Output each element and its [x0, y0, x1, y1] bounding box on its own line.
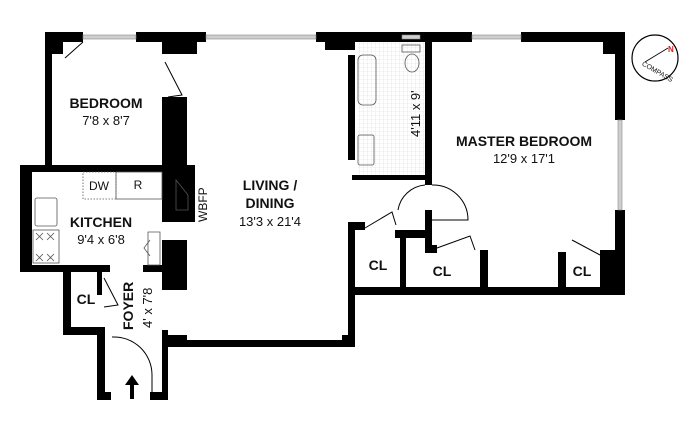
living-name-line2: DINING — [246, 195, 295, 211]
master-bedroom-name: MASTER BEDROOM — [456, 133, 592, 149]
foyer-size: 4' x 7'8 — [140, 288, 155, 328]
compass-icon: N COMPASS — [631, 34, 679, 84]
refrigerator-label: R — [134, 178, 143, 192]
bathtub — [357, 54, 377, 106]
bath-size: 4'11 x 9' — [408, 90, 423, 137]
closet-label-hall: CL — [369, 257, 388, 273]
closet-label-master-2: CL — [573, 263, 592, 279]
refrigerator — [115, 171, 163, 200]
dishwasher-label: DW — [89, 179, 110, 193]
fireplace — [175, 178, 189, 211]
bath-floor — [358, 40, 428, 180]
kitchen-fixtures — [32, 44, 421, 266]
windows — [82, 34, 623, 211]
stove — [32, 229, 60, 264]
bath-sink — [357, 134, 375, 166]
closet-label-master-1: CL — [433, 263, 452, 279]
living-name-line1: LIVING / — [243, 177, 298, 193]
bedroom-size: 7'8 x 8'7 — [82, 113, 130, 128]
living-size: 13'3 x 21'4 — [239, 214, 301, 229]
sink — [34, 197, 58, 227]
closet-label-foyer: CL — [77, 291, 96, 307]
compass-north: N — [668, 45, 674, 54]
bedroom-name: BEDROOM — [69, 95, 142, 111]
fireplace-label: WBFP — [196, 187, 210, 222]
foyer-name: FOYER — [120, 282, 136, 330]
entry-arrow-icon — [125, 375, 139, 399]
kitchen-name: KITCHEN — [70, 214, 132, 230]
master-bedroom-size: 12'9 x 17'1 — [493, 151, 555, 166]
kitchen-size: 9'4 x 6'8 — [77, 232, 125, 247]
walls — [20, 32, 625, 400]
toilet — [404, 53, 420, 73]
doors — [64, 41, 601, 392]
